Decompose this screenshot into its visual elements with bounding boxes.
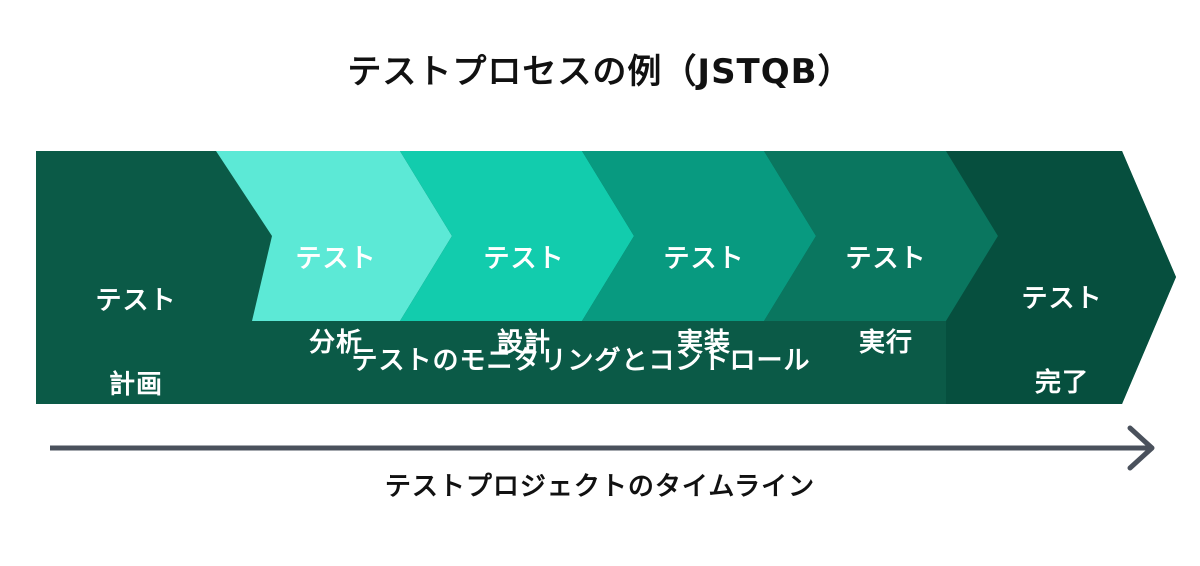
stage-analysis-line1: テスト — [295, 244, 377, 274]
stage-implementation-line2: 実装 — [676, 328, 731, 358]
stage-label-implementation: テスト 実装 — [634, 196, 774, 364]
stage-label-analysis: テスト 分析 — [266, 196, 406, 364]
timeline-arrow-head — [1127, 425, 1155, 471]
stage-design-line1: テスト — [483, 244, 565, 274]
stage-label-completion: テスト 完了 — [992, 236, 1132, 404]
stage-design-line2: 設計 — [496, 328, 551, 358]
diagram-title: テストプロセスの例（JSTQB） — [347, 52, 853, 92]
stage-planning-line1: テスト — [95, 286, 177, 316]
stage-label-design: テスト 設計 — [454, 196, 594, 364]
stage-completion-line2: 完了 — [1034, 368, 1089, 398]
stage-chevron-design — [400, 151, 634, 321]
stage-chevron-execution — [764, 151, 998, 321]
stage-label-planning: テスト 計画 — [66, 238, 206, 406]
stage-execution-line1: テスト — [845, 244, 927, 274]
stage-analysis-line2: 分析 — [308, 328, 363, 358]
stage-completion-line1: テスト — [1021, 284, 1103, 314]
stage-chevron-analysis — [216, 151, 452, 321]
timeline-label: テストプロジェクトのタイムライン — [384, 472, 816, 502]
stage-chevron-completion — [946, 151, 1176, 404]
stage-planning-line2: 計画 — [108, 370, 163, 400]
monitoring-control-label: テストのモニタリングとコントロール — [351, 346, 811, 376]
stage-chevron-implementation — [582, 151, 816, 321]
stage-execution-line2: 実行 — [858, 328, 913, 358]
stage-implementation-line1: テスト — [663, 244, 745, 274]
stage-label-execution: テスト 実行 — [816, 196, 956, 364]
